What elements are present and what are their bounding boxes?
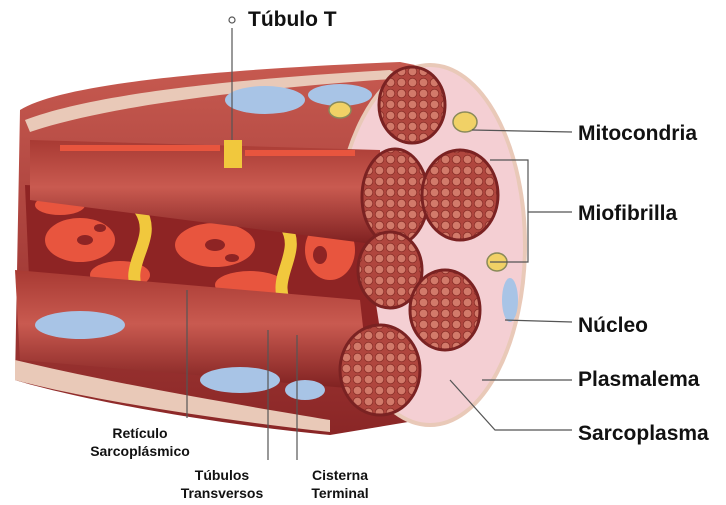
label-nucleo: Núcleo (578, 314, 648, 337)
nucleus-edge (502, 278, 518, 322)
label-tubulos-line2: Transversos (181, 485, 264, 501)
label-mitocondria: Mitocondria (578, 122, 697, 145)
nucleus-bottom-right (285, 380, 325, 400)
label-cisterna-line1: Cisterna (312, 467, 368, 483)
label-plasmalema: Plasmalema (578, 368, 700, 391)
myofibril-end-main (362, 149, 428, 245)
nucleus-bottom-left (35, 311, 125, 339)
label-reticulo-line1: Retículo (112, 425, 167, 441)
label-cisterna-line2: Terminal (311, 485, 368, 501)
label-sarcoplasma: Sarcoplasma (578, 422, 709, 445)
label-tubulos-line1: Túbulos (195, 467, 250, 483)
label-miofibrilla: Miofibrilla (578, 202, 677, 225)
t-tubule-surface (224, 140, 242, 168)
label-tubulo-t: Túbulo T (248, 8, 337, 31)
nucleus-top (225, 86, 305, 114)
label-reticulo-line2: Sarcoplásmico (90, 443, 190, 459)
